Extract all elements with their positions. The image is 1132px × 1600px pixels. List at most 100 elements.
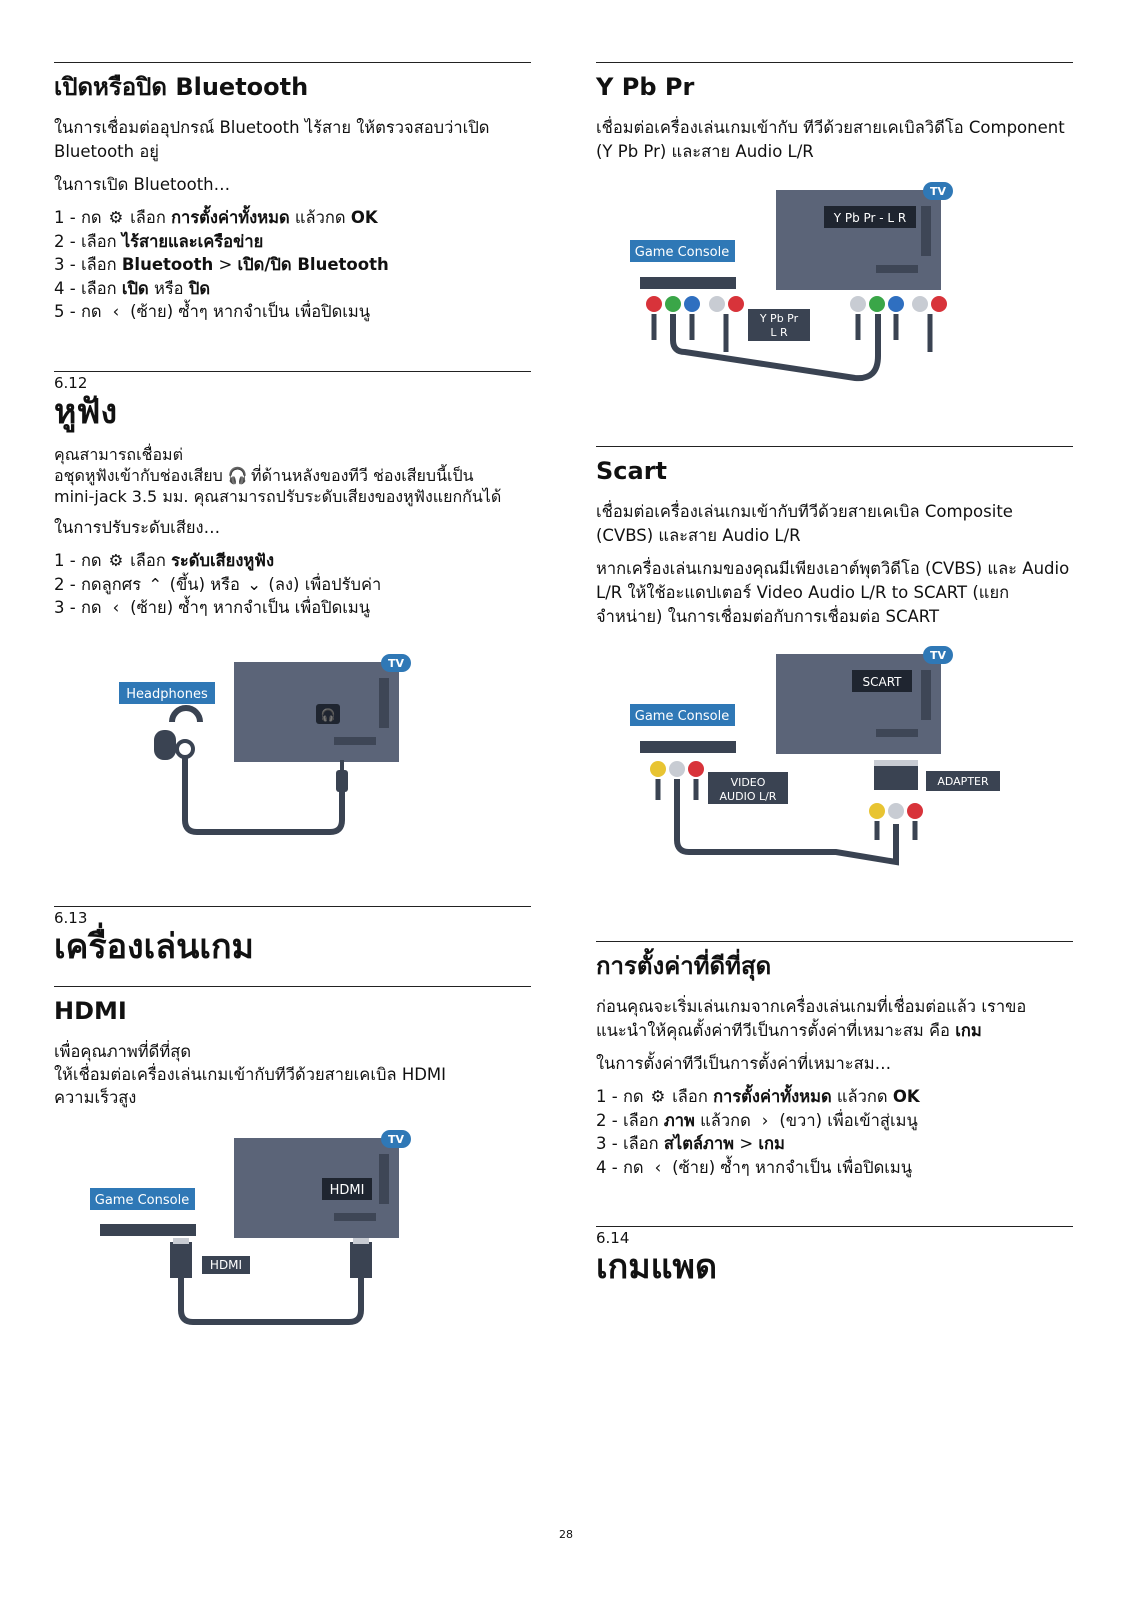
paragraph: ในการเชื่อมต่ออุปกรณ์ Bluetooth ไร้สาย ใ… [54, 118, 490, 161]
step: 1 - กด ⚙ เลือก ระดับเสียงหูฟัง [54, 549, 531, 573]
chevron-right-icon: › [761, 1110, 769, 1130]
paragraph: ก่อนคุณจะเริ่มเล่นเกมจากเครื่องเล่นเกมที… [596, 997, 1027, 1040]
tv-stand [921, 206, 931, 256]
chevron-down-icon: ⌄ [247, 574, 262, 594]
cable-label: Y Pb Pr [759, 312, 799, 325]
divider [596, 446, 1073, 447]
chapter-title: เกมแพด [596, 1247, 718, 1287]
left-column: เปิดหรือปิด Bluetooth ในการเชื่อมต่ออุปก… [54, 0, 531, 1600]
hdmi-plug-tip [173, 1238, 189, 1244]
headphone-cup [175, 739, 195, 759]
rca-plug-white [850, 296, 866, 312]
step: 1 - กด ⚙ เลือก การตั้งค่าทั้งหมด แล้วกด … [54, 206, 531, 230]
rca-plug-white [669, 761, 685, 777]
port-label-box [322, 1178, 372, 1200]
gear-icon: ⚙ [108, 208, 124, 227]
divider [54, 906, 531, 907]
step: 3 - กด ‹ (ซ้าย) ซ้ำๆ หากจำเป็น เพื่อปิดเ… [54, 596, 531, 620]
step: 3 - เลือก สไตล์ภาพ > เกม [596, 1134, 785, 1153]
device-label-box [119, 682, 215, 704]
headphone-band [169, 705, 203, 723]
cable [178, 1278, 364, 1325]
chevron-left-icon: ‹ [112, 598, 120, 617]
tv-label: TV [930, 649, 947, 662]
chevron-left-icon: ‹ [112, 302, 120, 321]
scart-section: Scart เชื่อมต่อเครื่องเล่นเกมเข้ากับทีวี… [596, 456, 1073, 629]
chevron-left-icon: ‹ [654, 1157, 662, 1177]
rca-plug-yellow [869, 803, 885, 819]
cable-label-box [708, 772, 788, 804]
cable-label: AUDIO L/R [720, 790, 777, 803]
paragraph: เชื่อมต่อเครื่องเล่นเกมเข้ากับ ทีวีด้วยส… [596, 118, 1065, 161]
tv-badge [923, 182, 953, 200]
game-console-body [640, 741, 736, 753]
chevron-up-icon: ⌃ [148, 574, 163, 594]
hdmi-section: HDMI เพื่อคุณภาพที่ดีที่สุด ให้เชื่อมต่อ… [54, 996, 531, 1109]
cable [651, 314, 933, 352]
device-label-box [630, 240, 735, 262]
device-label-box [90, 1188, 195, 1210]
jack-plug [336, 770, 348, 792]
tv-label: TV [388, 1133, 405, 1146]
tv-body [776, 190, 941, 290]
game-console-body [100, 1224, 196, 1236]
scart-adapter-pins [874, 760, 918, 766]
port-label: Y Pb Pr - L R [833, 211, 907, 225]
tv-body [234, 1138, 399, 1238]
tv-slot [876, 265, 918, 273]
rca-plug-red [688, 761, 704, 777]
paragraph: ในการปรับระดับเสียง… [54, 518, 221, 537]
rca-plug-blue [888, 296, 904, 312]
rca-plug-red [907, 803, 923, 819]
adapter-label-box [926, 771, 1000, 791]
section-title: Y Pb Pr [596, 73, 695, 101]
divider [596, 1226, 1073, 1227]
rca-plug-white [709, 296, 725, 312]
paragraph: ในการเปิด Bluetooth… [54, 175, 231, 194]
tv-slot [876, 729, 918, 737]
ypbpr-section: Y Pb Pr เชื่อมต่อเครื่องเล่นเกมเข้ากับ ท… [596, 72, 1073, 164]
divider [54, 371, 531, 372]
chapter-title: เครื่องเล่นเกม [54, 927, 254, 967]
rca-plug-green [869, 296, 885, 312]
right-column: Y Pb Pr เชื่อมต่อเครื่องเล่นเกมเข้ากับ ท… [596, 0, 1073, 1600]
game-console-section: 6.13 เครื่องเล่นเกม [54, 909, 531, 967]
headphones-diagram: TV 🎧 Headphones [119, 654, 411, 835]
step: 2 - เลือก ภาพ แล้วกด › (ขวา) เพื่อเข้าสู… [596, 1109, 1073, 1133]
headphones-icon: 🎧 [227, 466, 248, 485]
step: 4 - เลือก เปิด หรือ ปิด [54, 278, 211, 298]
device-label: Game Console [635, 709, 729, 724]
chapter-title: หูฟัง [54, 392, 118, 432]
hdmi-diagram: TV HDMI Game Console HDMI [90, 1130, 411, 1325]
step: 2 - เลือก ไร้สายและเครือข่าย [54, 231, 264, 251]
step: 5 - กด ‹ (ซ้าย) ซ้ำๆ หากจำเป็น เพื่อปิดเ… [54, 300, 531, 324]
port-label: HDMI [330, 1183, 365, 1198]
headphones-port [316, 704, 340, 724]
tv-badge [923, 646, 953, 664]
rca-plug-red [728, 296, 744, 312]
rca-plug-green [665, 296, 681, 312]
tv-badge [381, 654, 411, 672]
cable-label: L R [770, 326, 788, 339]
step-list: 1 - กด ⚙ เลือก การตั้งค่าทั้งหมด แล้วกด … [596, 1085, 1073, 1179]
step: 2 - กดลูกศร ⌃ (ขึ้น) หรือ ⌄ (ลง) เพื่อปร… [54, 573, 531, 597]
port-label: SCART [863, 675, 903, 689]
tv-badge [381, 1130, 411, 1148]
scart-diagram: TV SCART Game Console VIDEO AUDIO L/R AD… [630, 646, 1000, 866]
step: 4 - กด ‹ (ซ้าย) ซ้ำๆ หากจำเป็น เพื่อปิดเ… [596, 1156, 1073, 1180]
divider [54, 62, 531, 63]
step: 1 - กด ⚙ เลือก การตั้งค่าทั้งหมด แล้วกด … [596, 1085, 1073, 1109]
cable-label: HDMI [210, 1258, 242, 1272]
cable-label-box [748, 309, 810, 341]
headphones-icon: 🎧 [321, 708, 336, 722]
section-title: HDMI [54, 997, 127, 1025]
hdmi-plug-tip [353, 1238, 369, 1244]
tv-body [776, 654, 941, 754]
cable [655, 779, 918, 840]
tv-label: TV [930, 185, 947, 198]
rca-plug-yellow [650, 761, 666, 777]
rca-plug-white [888, 803, 904, 819]
divider [596, 62, 1073, 63]
headphone-cup [154, 730, 176, 760]
step: 3 - เลือก Bluetooth > เปิด/ปิด Bluetooth [54, 255, 389, 274]
